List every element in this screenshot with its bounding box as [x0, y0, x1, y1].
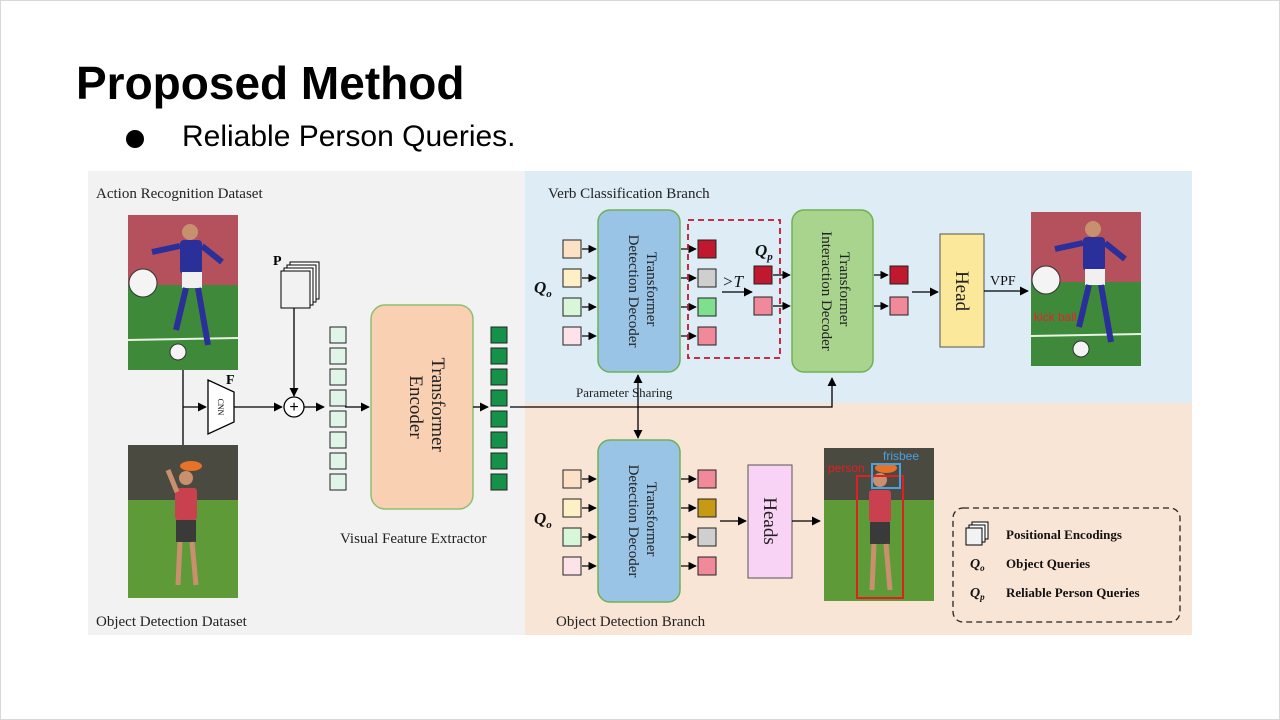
- extractor-label: Visual Feature Extractor: [340, 531, 487, 547]
- decoder-output-token: [697, 556, 717, 576]
- interaction-decoder-block: [791, 209, 874, 373]
- interaction-decoder-line-2: Interaction Decoder: [818, 231, 834, 351]
- decoder-output-token: [697, 498, 717, 518]
- interaction-decoder-line-1: Transformer: [836, 252, 852, 326]
- encoder-line-2: Encoder: [405, 375, 426, 439]
- legend-qp-symbol: Qp: [970, 586, 985, 602]
- reliable-person-query-token: [753, 265, 773, 285]
- object-query-token: [562, 326, 582, 346]
- soccer-image: [127, 215, 239, 370]
- det-decoder-line-1: Transformer: [643, 482, 659, 556]
- object-query-token: [562, 297, 582, 317]
- reliable-query-tokens: [753, 265, 791, 316]
- encoded-token: [490, 326, 508, 344]
- encoded-token: [490, 473, 508, 491]
- decoder-output-token: [697, 239, 717, 259]
- legend-qo-text: Object Queries: [1006, 556, 1090, 571]
- reliable-selection-box: [687, 219, 781, 359]
- interaction-output-token: [889, 296, 909, 316]
- head-block: [939, 233, 985, 348]
- f-label: F: [226, 373, 235, 388]
- head-label: Head: [951, 271, 972, 312]
- det-object-queries-label: Qo: [534, 509, 552, 531]
- encoder-line-1: Transformer: [427, 357, 448, 452]
- plus-symbol: +: [289, 399, 298, 416]
- input-token: [329, 326, 347, 344]
- reliable-person-query-token: [753, 296, 773, 316]
- person-box-label: person: [828, 461, 865, 475]
- legend-pe-icon: [965, 521, 989, 546]
- slide-title: Proposed Method: [76, 57, 465, 109]
- decoder-output-token: [697, 297, 717, 317]
- verb-query-tokens: [562, 239, 597, 346]
- encoded-token: [490, 368, 508, 386]
- input-token: [329, 347, 347, 365]
- legend-box: [952, 507, 1181, 623]
- verb-detection-decoder-label: Transformer Detection Decoder: [625, 235, 659, 348]
- threshold-label: >T: [722, 272, 744, 291]
- object-detection-dataset-label: Object Detection Dataset: [96, 614, 248, 630]
- decoder-output-token: [697, 268, 717, 288]
- input-token: [329, 410, 347, 428]
- bullet-dot: [126, 130, 144, 148]
- frisbee-box-label: frisbee: [883, 449, 919, 463]
- encoded-token: [490, 431, 508, 449]
- input-token-column: [329, 326, 347, 491]
- cnn-label: CNN: [216, 399, 225, 416]
- input-token: [329, 431, 347, 449]
- decoder-output-token: [697, 326, 717, 346]
- decoder-output-token: [697, 469, 717, 489]
- det-detection-decoder-label: Transformer Detection Decoder: [625, 465, 659, 578]
- det-detection-decoder-block: [597, 439, 681, 603]
- input-token: [329, 452, 347, 470]
- frisbee-image: [128, 445, 238, 598]
- action-recognition-label: Action Recognition Dataset: [96, 186, 263, 202]
- object-query-token: [562, 527, 582, 547]
- object-query-token: [562, 498, 582, 518]
- encoded-token: [490, 410, 508, 428]
- parameter-sharing-label: Parameter Sharing: [576, 385, 673, 400]
- reliable-person-queries-label: Qp: [755, 241, 773, 263]
- legend-pe-text: Positional Encodings: [1006, 527, 1122, 542]
- encoder-label: Transformer Encoder: [405, 357, 448, 456]
- positional-encoding-stack: [280, 261, 320, 309]
- heads-block: [747, 464, 793, 579]
- legend-qo-symbol: Qo: [970, 557, 985, 573]
- verb-object-queries-label: Qo: [534, 278, 552, 300]
- bullet-text: Reliable Person Queries.: [182, 120, 516, 153]
- det-query-tokens: [562, 469, 597, 576]
- kick-ball-label: kick ball: [1034, 310, 1077, 324]
- encoded-token: [490, 452, 508, 470]
- p-label: P: [273, 254, 282, 269]
- input-token: [329, 389, 347, 407]
- det-decoder-outputs: [681, 469, 717, 576]
- interaction-output-token: [889, 265, 909, 285]
- verb-detection-decoder-block: [597, 209, 681, 373]
- detection-output-image: [824, 448, 934, 601]
- object-query-token: [562, 268, 582, 288]
- verb-decoder-line-2: Detection Decoder: [625, 235, 641, 348]
- verb-decoder-outputs: [681, 239, 717, 346]
- cnn-block: [207, 378, 235, 436]
- object-query-token: [562, 239, 582, 259]
- vpf-label: VPF: [990, 274, 1016, 289]
- encoded-token: [490, 347, 508, 365]
- encoded-token: [490, 389, 508, 407]
- object-query-token: [562, 469, 582, 489]
- det-decoder-line-2: Detection Decoder: [625, 465, 641, 578]
- verb-output-image: [1030, 212, 1142, 366]
- input-token: [329, 473, 347, 491]
- heads-label: Heads: [759, 497, 780, 544]
- verb-branch-label: Verb Classification Branch: [548, 186, 710, 202]
- object-query-token: [562, 556, 582, 576]
- encoded-token-column: [490, 326, 508, 491]
- verb-decoder-line-1: Transformer: [643, 252, 659, 326]
- input-token: [329, 368, 347, 386]
- decoder-output-token: [697, 527, 717, 547]
- detection-branch-label: Object Detection Branch: [556, 614, 706, 630]
- interaction-decoder-label: Transformer Interaction Decoder: [818, 231, 852, 351]
- legend-qp-text: Reliable Person Queries: [1006, 585, 1140, 600]
- interaction-outputs: [874, 265, 909, 316]
